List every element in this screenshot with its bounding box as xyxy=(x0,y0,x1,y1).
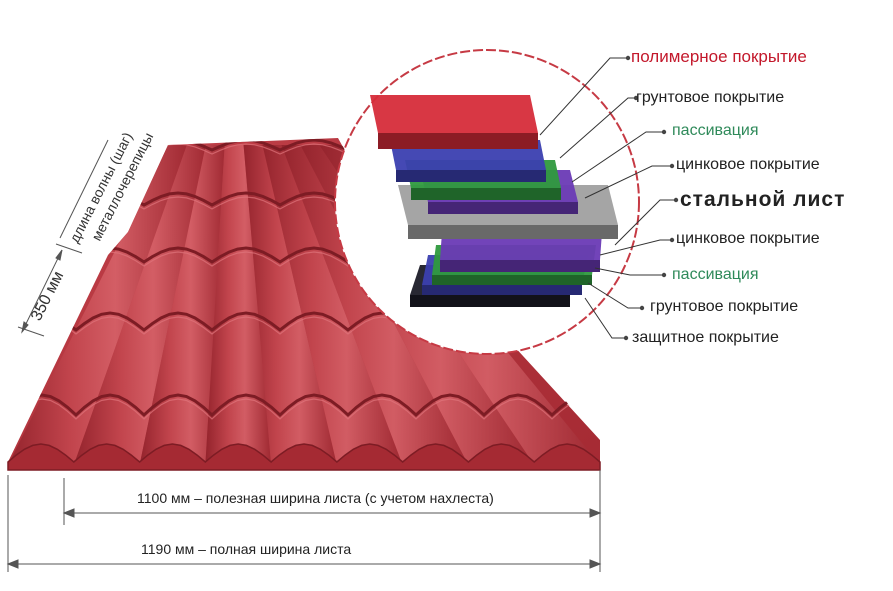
leader-line xyxy=(584,297,626,339)
width-dimensions xyxy=(6,470,602,572)
full-width-label: 1190 мм – полная ширина листа xyxy=(138,541,355,557)
leader-lines xyxy=(539,55,679,341)
label-passivation-bottom: пассивация xyxy=(672,266,759,283)
leader-line xyxy=(571,131,664,183)
roof-corrugation xyxy=(205,145,272,465)
leader-dot xyxy=(669,237,675,243)
layer-polymer xyxy=(370,95,538,149)
leader-line xyxy=(587,282,642,309)
layer-stack xyxy=(370,95,618,307)
leader-line xyxy=(599,239,672,256)
leader-dot xyxy=(623,335,629,341)
leader-dot xyxy=(661,272,667,278)
leader-dot xyxy=(661,129,667,135)
leader-line xyxy=(614,199,676,246)
roof-corrugation xyxy=(139,145,225,465)
leader-dot xyxy=(633,95,639,101)
leader-dot xyxy=(639,305,645,311)
label-zinc-coating-bottom: цинковое покрытие xyxy=(676,230,820,247)
leader-line xyxy=(584,165,672,199)
label-polymer-coating: полимерное покрытие xyxy=(631,47,807,66)
label-primer-coating: грунтовое покрытие xyxy=(636,89,785,106)
roof-corrugation xyxy=(8,145,187,465)
leader-line xyxy=(594,267,664,276)
useful-width-label: 1100 мм – полезная ширина листа (с учето… xyxy=(134,490,497,506)
label-steel-sheet: стальной лист xyxy=(680,188,846,211)
label-passivation: пассивация xyxy=(672,122,759,139)
label-protective-coating: защитное покрытие xyxy=(632,329,779,346)
roof-corrugation xyxy=(243,145,337,465)
leader-line xyxy=(539,57,628,136)
label-primer-coating-bottom: грунтовое покрытие xyxy=(650,298,799,315)
roof-corrugation xyxy=(73,145,206,465)
leader-line xyxy=(559,97,636,159)
roof-corrugation xyxy=(262,145,403,465)
leader-dot xyxy=(669,163,675,169)
leader-dot xyxy=(625,55,631,61)
roof-step-highlight xyxy=(8,398,600,420)
leader-dot xyxy=(673,197,679,203)
wave-dimension xyxy=(17,139,109,337)
roof-step-edge xyxy=(8,393,600,418)
label-zinc-coating: цинковое покрытие xyxy=(676,156,820,173)
